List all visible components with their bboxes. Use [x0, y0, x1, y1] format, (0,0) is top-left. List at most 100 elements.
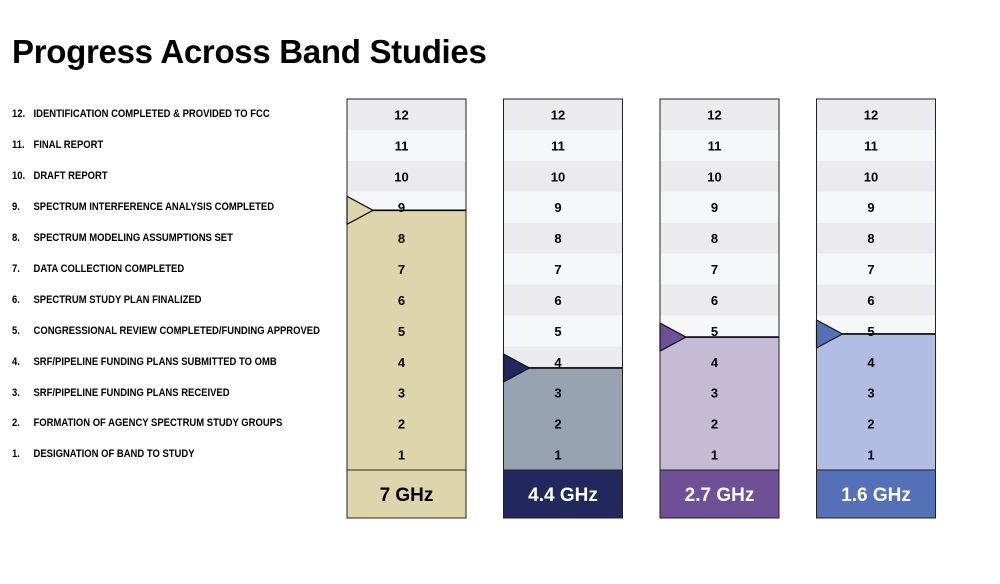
- step-number: 11.: [12, 139, 25, 152]
- level-number: 9: [398, 200, 405, 215]
- level-row: [503, 222, 623, 254]
- step-number: 3.: [12, 386, 20, 399]
- level-number: 3: [398, 386, 405, 401]
- level-number: 11: [708, 138, 722, 153]
- level-number: 5: [711, 324, 718, 339]
- band-label: 2.7 GHz: [685, 485, 755, 506]
- band-label: 1.6 GHz: [841, 485, 911, 506]
- level-row: [660, 284, 779, 316]
- level-row: [503, 99, 623, 130]
- level-number: 4: [711, 355, 719, 370]
- step-text: DRAFT REPORT: [33, 170, 108, 183]
- step-number: 7.: [12, 262, 20, 275]
- band-label-box: [816, 469, 936, 519]
- level-row: [816, 129, 936, 161]
- level-number: 6: [711, 293, 718, 308]
- level-number: 9: [554, 200, 561, 215]
- step-number: 4.: [12, 355, 20, 368]
- step-number: 2.: [12, 417, 20, 430]
- step-text: SPECTRUM STUDY PLAN FINALIZED: [33, 293, 202, 306]
- level-number: 1: [554, 448, 561, 463]
- level-number: 7: [554, 262, 561, 277]
- step-text: CONGRESSIONAL REVIEW COMPLETED/FUNDING A…: [33, 324, 320, 337]
- level-number: 2: [554, 417, 561, 432]
- step-label: 5. CONGRESSIONAL REVIEW COMPLETED/FUNDING…: [12, 315, 320, 346]
- level-number: 10: [864, 169, 878, 184]
- level-row: [503, 315, 623, 347]
- step-label: 9. SPECTRUM INTERFERENCE ANALYSIS COMPLET…: [12, 192, 274, 223]
- level-row: [503, 129, 623, 161]
- level-row: [503, 191, 623, 223]
- level-number: 6: [867, 293, 874, 308]
- level-row: [816, 191, 936, 223]
- step-text: SRF/PIPELINE FUNDING PLANS SUBMITTED TO …: [33, 355, 277, 368]
- level-number: 12: [707, 107, 721, 122]
- step-number: 5.: [12, 324, 20, 337]
- progress-fill: [660, 337, 779, 470]
- step-text: FINAL REPORT: [33, 139, 104, 152]
- step-label: 7. DATA COLLECTION COMPLETED: [12, 254, 184, 285]
- level-number: 7: [867, 262, 874, 277]
- level-number: 8: [554, 231, 561, 246]
- level-number: 8: [398, 231, 405, 246]
- level-row: [660, 191, 779, 223]
- step-text: FORMATION OF AGENCY SPECTRUM STUDY GROUP…: [33, 417, 283, 430]
- step-label: 3. SRF/PIPELINE FUNDING PLANS RECEIVED: [12, 377, 230, 408]
- level-number: 4: [867, 355, 875, 370]
- level-number: 6: [554, 293, 561, 308]
- band-label-box: [503, 469, 623, 519]
- step-label: 2. FORMATION OF AGENCY SPECTRUM STUDY GRO…: [12, 408, 282, 439]
- step-label: 1. DESIGNATION OF BAND TO STUDY: [12, 439, 195, 470]
- level-number: 5: [554, 324, 561, 339]
- level-number: 2: [711, 417, 718, 432]
- step-label: 11. FINAL REPORT: [12, 130, 103, 161]
- page-title: Progress Across Band Studies: [12, 33, 487, 70]
- level-number: 10: [707, 169, 721, 184]
- step-number: 12.: [12, 108, 26, 121]
- step-text: DESIGNATION OF BAND TO STUDY: [33, 448, 195, 461]
- step-label: 10.DRAFT REPORT: [12, 161, 108, 192]
- level-row: [660, 129, 779, 161]
- band-label-box: [659, 469, 780, 519]
- level-number: 10: [394, 169, 408, 184]
- step-text: IDENTIFICATION COMPLETED & PROVIDED TO F…: [33, 108, 270, 121]
- level-row: [660, 222, 779, 254]
- level-number: 1: [398, 448, 405, 463]
- step-text: SPECTRUM INTERFERENCE ANALYSIS COMPLETED: [33, 201, 275, 213]
- level-row: [816, 222, 936, 254]
- level-row: [660, 160, 779, 192]
- step-number: 9.: [12, 201, 20, 213]
- step-label: 8. SPECTRUM MODELING ASSUMPTIONS SET: [12, 223, 233, 254]
- band-label: 7 GHz: [380, 485, 434, 506]
- level-number: 11: [864, 138, 878, 153]
- level-number: 8: [867, 231, 874, 246]
- band-label-box: [346, 469, 467, 519]
- level-row: [816, 284, 936, 316]
- step-label: 6.SPECTRUM STUDY PLAN FINALIZED: [12, 285, 202, 316]
- level-row: [816, 253, 936, 285]
- level-number: 3: [711, 386, 718, 401]
- level-row: [660, 99, 779, 130]
- step-text: DATA COLLECTION COMPLETED: [33, 262, 185, 275]
- level-number: 12: [864, 107, 878, 122]
- step-number: 1.: [12, 448, 20, 461]
- level-number: 3: [867, 386, 874, 401]
- level-number: 11: [551, 138, 565, 153]
- step-text: SRF/PIPELINE FUNDING PLANS RECEIVED: [33, 386, 230, 399]
- level-row: [503, 253, 623, 285]
- level-number: 12: [551, 107, 565, 122]
- level-row: [503, 160, 623, 192]
- band-label: 4.4 GHz: [528, 485, 598, 506]
- level-number: 9: [867, 200, 874, 215]
- progress-fill: [347, 210, 466, 471]
- progress-marker: [502, 353, 531, 383]
- step-number: 8.: [12, 231, 20, 244]
- step-legend: 1. DESIGNATION OF BAND TO STUDY 2. FORMATIO…: [0, 0, 345, 584]
- level-row: [660, 253, 779, 285]
- step-text: SPECTRUM MODELING ASSUMPTIONS SET: [33, 231, 233, 244]
- progress-fill: [816, 333, 936, 470]
